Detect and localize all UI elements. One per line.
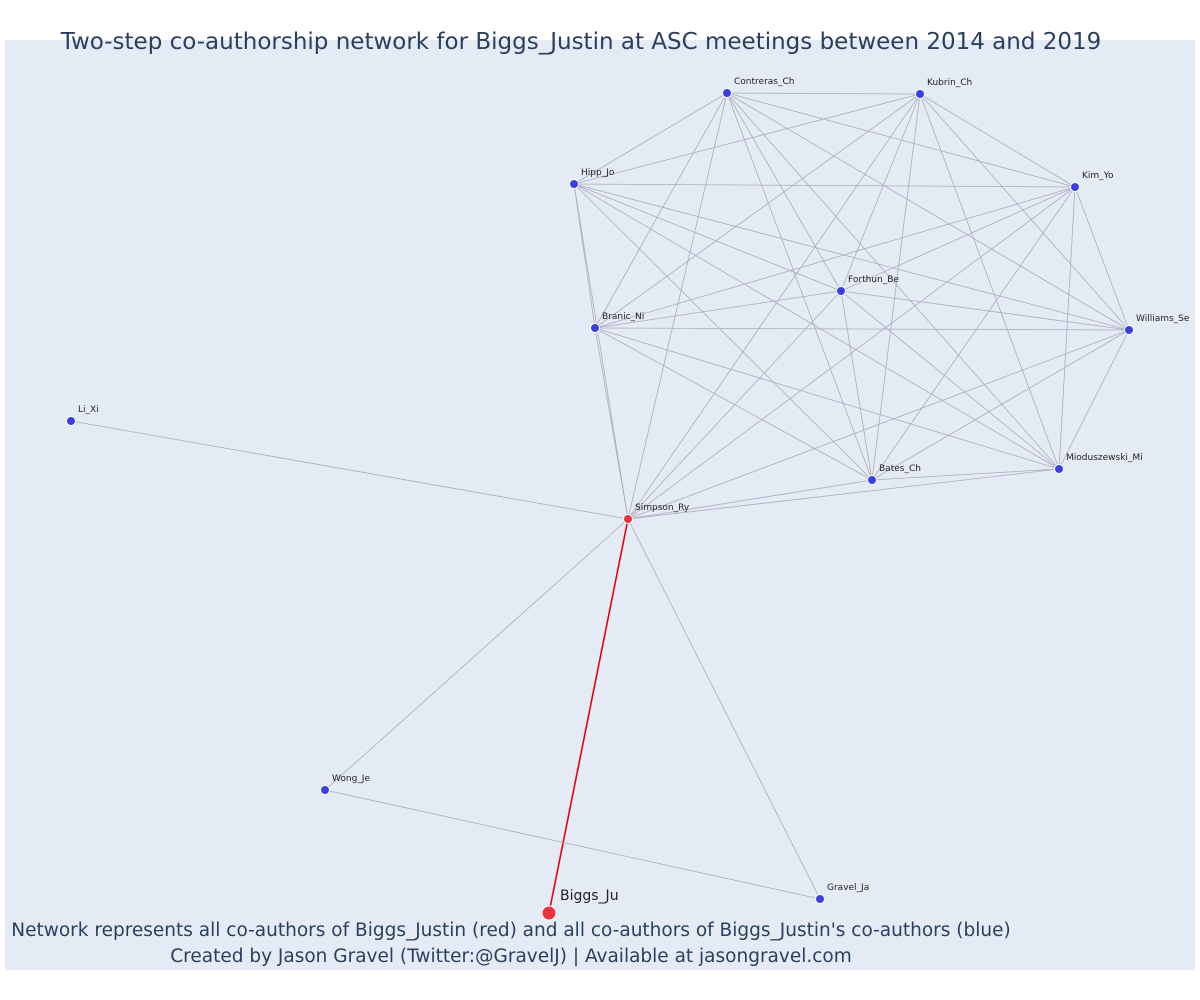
node-label-Kubrin_Ch: Kubrin_Ch	[927, 78, 972, 88]
node-label-Hipp_Jo: Hipp_Jo	[581, 168, 615, 178]
node-Wong_Je[interactable]	[320, 785, 330, 795]
node-Kubrin_Ch[interactable]	[915, 89, 925, 99]
node-Kim_Yo[interactable]	[1070, 182, 1080, 192]
node-Hipp_Jo[interactable]	[569, 179, 579, 189]
edge-Wong_Je-Gravel_Ja	[324, 789, 821, 900]
edge-Forthun_Be-Mioduszewski_Mi	[840, 290, 1060, 470]
edge-Kubrin_Ch-Branic_Ni	[594, 93, 921, 329]
edge-Simpson_Ry-Wong_Je	[324, 518, 629, 791]
node-label-Li_Xi: Li_Xi	[78, 405, 99, 415]
edge-Bates_Ch-Simpson_Ry	[627, 479, 873, 520]
node-Simpson_Ry[interactable]	[623, 514, 633, 524]
footnote-line-2: Created by Jason Gravel (Twitter:@Gravel…	[170, 946, 852, 967]
node-Branic_Ni[interactable]	[590, 323, 600, 333]
edge-Williams_Se-Mioduszewski_Mi	[1058, 329, 1130, 470]
edge-Kim_Yo-Branic_Ni	[594, 186, 1076, 329]
edge-Forthun_Be-Williams_Se	[840, 290, 1130, 331]
edge-Kubrin_Ch-Mioduszewski_Mi	[919, 93, 1060, 470]
edge-Hipp_Jo-Williams_Se	[573, 183, 1130, 331]
edge-Kim_Yo-Forthun_Be	[840, 186, 1076, 292]
footnote: Network represents all co-authors of Big…	[0, 918, 1022, 970]
node-Biggs_Ju[interactable]	[541, 905, 557, 921]
node-label-Branic_Ni: Branic_Ni	[602, 312, 644, 322]
node-label-Simpson_Ry: Simpson_Ry	[635, 503, 690, 513]
edge-Contreras_Ch-Bates_Ch	[726, 92, 873, 481]
edge-Contreras_Ch-Simpson_Ry	[627, 92, 728, 520]
edges-layer	[70, 92, 1130, 914]
edge-Simpson_Ry-Gravel_Ja	[627, 518, 821, 900]
chart-title: Two-step co-authorship network for Biggs…	[60, 29, 1102, 55]
edge-Kubrin_Ch-Simpson_Ry	[627, 93, 921, 520]
edge-Kim_Yo-Williams_Se	[1074, 186, 1130, 331]
edge-Williams_Se-Bates_Ch	[871, 329, 1130, 481]
node-Mioduszewski_Mi[interactable]	[1054, 464, 1064, 474]
edge-Kubrin_Ch-Forthun_Be	[840, 93, 921, 292]
edge-Branic_Ni-Mioduszewski_Mi	[594, 327, 1060, 470]
edge-Contreras_Ch-Hipp_Jo	[573, 92, 728, 185]
node-Williams_Se[interactable]	[1124, 325, 1134, 335]
edge-Kubrin_Ch-Hipp_Jo	[573, 93, 921, 185]
edge-Williams_Se-Simpson_Ry	[627, 329, 1130, 520]
edge-Branic_Ni-Williams_Se	[594, 327, 1130, 331]
node-label-Wong_Je: Wong_Je	[332, 774, 370, 784]
node-label-Mioduszewski_Mi: Mioduszewski_Mi	[1066, 453, 1143, 463]
node-label-Gravel_Ja: Gravel_Ja	[827, 883, 869, 893]
footnote-line-1: Network represents all co-authors of Big…	[11, 920, 1011, 941]
node-Forthun_Be[interactable]	[836, 286, 846, 296]
node-label-Biggs_Ju: Biggs_Ju	[560, 888, 619, 904]
edge-Kubrin_Ch-Bates_Ch	[871, 93, 921, 481]
edge-Contreras_Ch-Kubrin_Ch	[726, 92, 921, 95]
edge-Hipp_Jo-Bates_Ch	[573, 183, 873, 481]
edge-Hipp_Jo-Kim_Yo	[573, 183, 1076, 188]
edge-Contreras_Ch-Branic_Ni	[594, 92, 728, 329]
nodes-layer	[66, 88, 1134, 921]
edge-Hipp_Jo-Mioduszewski_Mi	[573, 183, 1060, 470]
node-label-Forthun_Be: Forthun_Be	[848, 275, 899, 285]
edge-Mioduszewski_Mi-Simpson_Ry	[627, 468, 1060, 520]
edge-Kubrin_Ch-Kim_Yo	[919, 93, 1076, 188]
node-Contreras_Ch[interactable]	[722, 88, 732, 98]
edge-Hipp_Jo-Simpson_Ry	[573, 183, 629, 520]
node-label-Bates_Ch: Bates_Ch	[879, 464, 921, 474]
edge-Simpson_Ry-Li_Xi	[70, 420, 629, 520]
edge-Contreras_Ch-Mioduszewski_Mi	[726, 92, 1060, 470]
edge-Contreras_Ch-Williams_Se	[726, 92, 1130, 331]
node-Bates_Ch[interactable]	[867, 475, 877, 485]
edge-Branic_Ni-Bates_Ch	[594, 327, 873, 481]
node-label-Contreras_Ch: Contreras_Ch	[734, 77, 794, 87]
edge-Mioduszewski_Mi-Bates_Ch	[871, 468, 1060, 481]
edge-Branic_Ni-Simpson_Ry	[594, 327, 629, 520]
edge-Forthun_Be-Branic_Ni	[594, 290, 842, 329]
edge-Biggs_Ju-Simpson_Ry	[548, 518, 629, 914]
node-Gravel_Ja[interactable]	[815, 894, 825, 904]
edge-Kim_Yo-Mioduszewski_Mi	[1058, 186, 1076, 470]
plot-background	[5, 40, 1195, 970]
edge-Kubrin_Ch-Williams_Se	[919, 93, 1130, 331]
node-label-Williams_Se: Williams_Se	[1136, 314, 1190, 324]
edge-Forthun_Be-Bates_Ch	[840, 290, 873, 481]
labels-layer: Biggs_Ju Simpson_Ry Contreras_Ch Kubrin_ChH…	[78, 77, 1190, 904]
edge-Contreras_Ch-Kim_Yo	[726, 92, 1076, 188]
edge-Kim_Yo-Bates_Ch	[871, 186, 1076, 481]
edge-Hipp_Jo-Forthun_Be	[573, 183, 842, 292]
node-Li_Xi[interactable]	[66, 416, 76, 426]
node-label-Kim_Yo: Kim_Yo	[1082, 171, 1114, 181]
